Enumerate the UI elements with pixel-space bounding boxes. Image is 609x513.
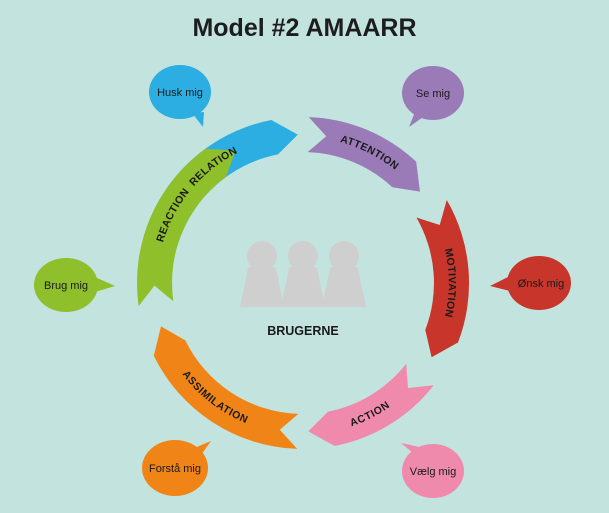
ring-segment-reaction xyxy=(136,148,236,307)
speech-bubble-action: Vælg mig xyxy=(401,443,464,498)
center-label: BRUGERNE xyxy=(267,324,339,338)
svg-text:Brug mig: Brug mig xyxy=(44,280,88,292)
user-figure-3 xyxy=(322,241,366,307)
segment-label-motivation: MOTIVATION xyxy=(442,247,458,318)
ring-segment-motivation xyxy=(416,200,470,358)
ring-segment-attention xyxy=(307,117,420,192)
svg-text:Vælg mig: Vælg mig xyxy=(410,466,456,478)
ring-segment-action xyxy=(308,363,434,446)
svg-text:Ønsk mig: Ønsk mig xyxy=(518,278,564,290)
svg-text:Se mig: Se mig xyxy=(416,88,450,100)
svg-text:Husk mig: Husk mig xyxy=(157,87,203,99)
users-icon xyxy=(240,241,366,307)
speech-bubble-motivation: Ønsk mig xyxy=(490,256,571,310)
ring-segment-assimilation xyxy=(153,326,299,449)
user-figure-2 xyxy=(281,241,325,307)
speech-bubble-attention: Se mig xyxy=(402,66,464,127)
speech-bubble-relation: Husk mig xyxy=(149,65,211,127)
diagram-title: Model #2 AMAARR xyxy=(192,14,417,42)
user-figure-1 xyxy=(240,241,284,307)
speech-bubble-reaction: Brug mig xyxy=(34,258,115,312)
svg-text:Forstå mig: Forstå mig xyxy=(149,463,201,475)
speech-bubble-assimilation: Forstå mig xyxy=(142,440,211,496)
